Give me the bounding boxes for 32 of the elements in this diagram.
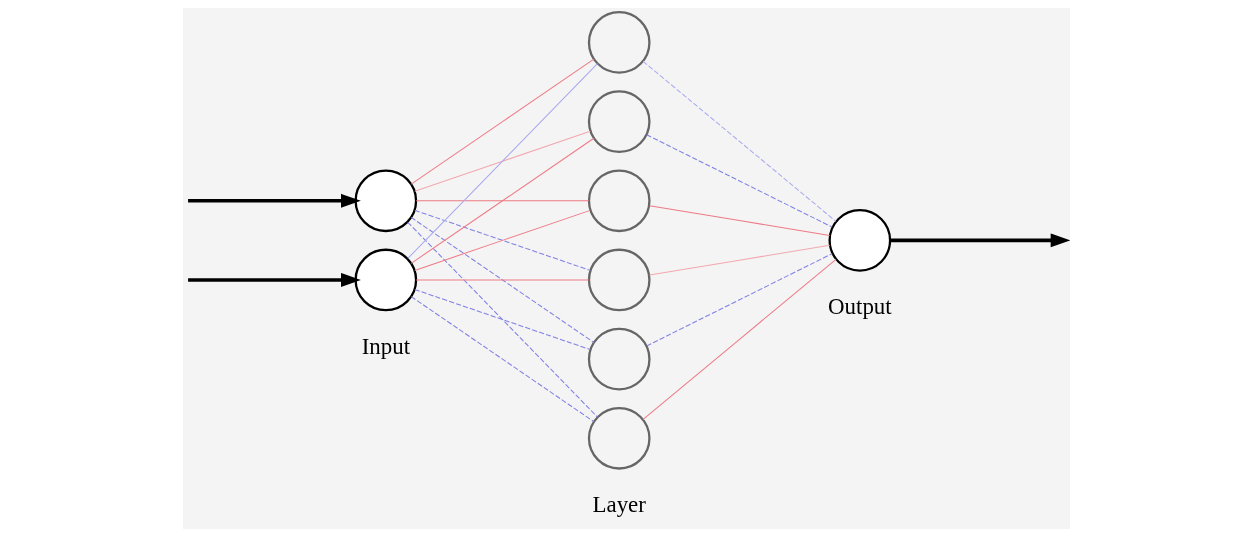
node-circle	[587, 406, 651, 470]
node-circle	[587, 327, 651, 391]
node-circle	[587, 90, 651, 153]
connector	[415, 279, 590, 281]
connector	[410, 296, 595, 423]
connector	[414, 289, 591, 351]
connector	[642, 258, 837, 420]
connector	[407, 221, 598, 418]
connector	[410, 58, 595, 185]
connector	[407, 63, 598, 259]
connector	[649, 205, 831, 237]
connector	[646, 134, 833, 228]
connector	[414, 209, 591, 271]
connector	[649, 244, 831, 276]
label: Output	[828, 293, 892, 319]
node-circle	[587, 11, 651, 74]
label: Input	[361, 333, 411, 359]
connector	[410, 216, 595, 343]
arrow	[188, 193, 361, 208]
connector	[646, 253, 833, 347]
connector	[642, 60, 837, 222]
node-circle	[354, 248, 418, 312]
label: Layer	[592, 491, 646, 517]
node-circle	[828, 209, 892, 272]
connector	[414, 130, 591, 192]
arrow	[890, 233, 1070, 248]
connector	[410, 137, 595, 264]
arrow	[188, 273, 361, 287]
node-circle	[587, 169, 651, 233]
connector	[415, 200, 590, 202]
node-circle	[587, 248, 651, 312]
node-circle	[354, 169, 418, 233]
